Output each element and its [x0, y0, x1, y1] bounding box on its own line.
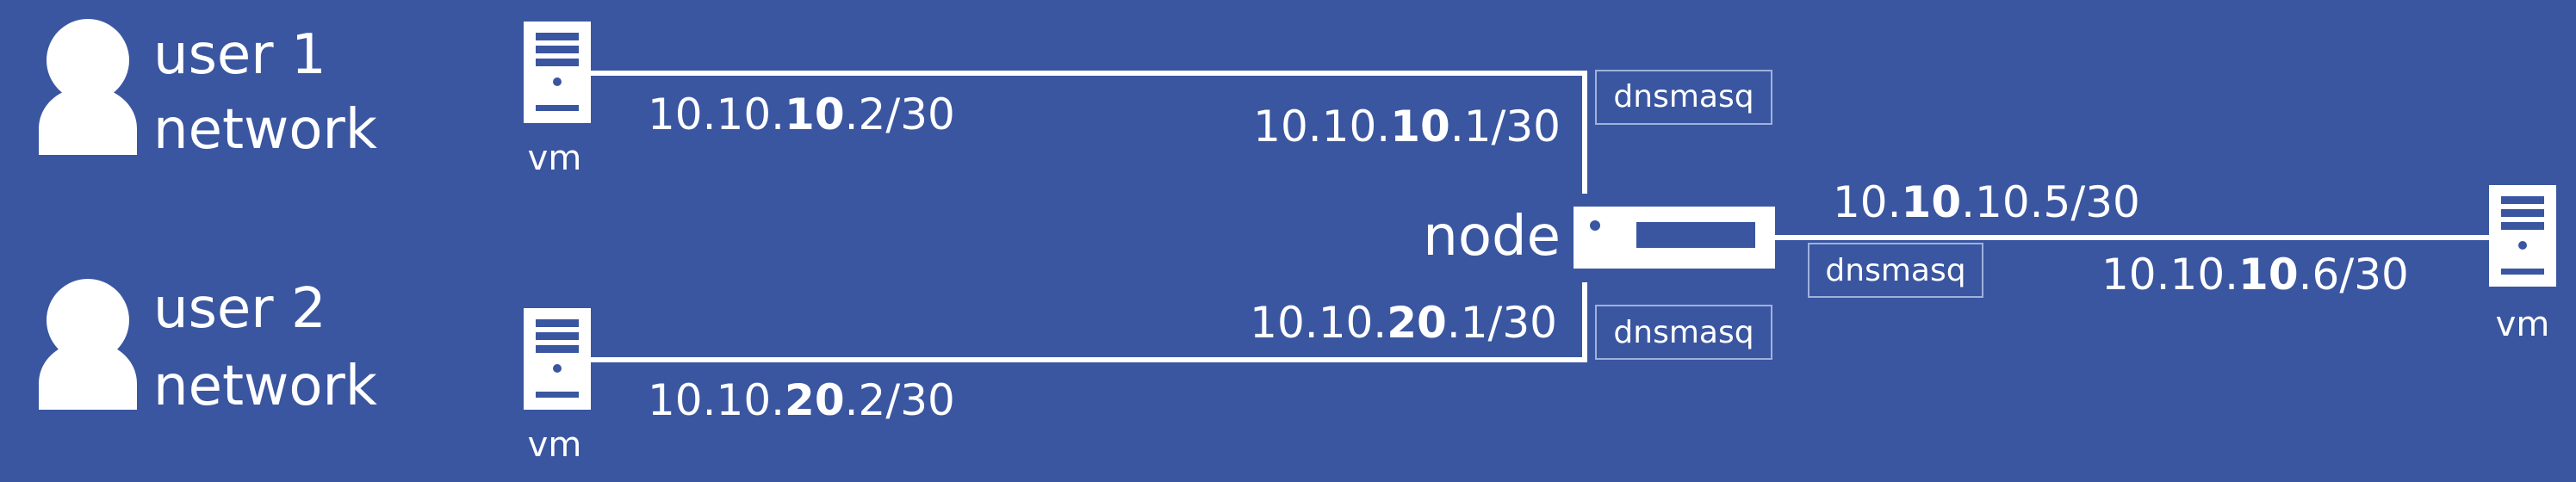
dnsmasq-label-bottom: dnsmasq: [1613, 315, 1754, 350]
vm-2: vm: [524, 308, 591, 465]
dnsmasq-label-right: dnsmasq: [1825, 253, 1965, 288]
dnsmasq-box-bottom: dnsmasq: [1595, 305, 1772, 360]
user-2-icon: [39, 279, 137, 410]
node: node: [1423, 205, 1775, 269]
ip-vm3: 10.10.10.6/30: [2101, 250, 2409, 300]
link-vm2-node: [581, 282, 1587, 362]
node-label: node: [1423, 205, 1561, 269]
ip-vm2: 10.10.20.2/30: [648, 375, 955, 425]
vm-1: vm: [524, 22, 591, 178]
ip-vm1: 10.10.10.2/30: [648, 90, 955, 139]
ip-node-bottom: 10.10.20.1/30: [1250, 298, 1557, 348]
vm-1-server-icon: [524, 22, 591, 123]
router-icon: [1574, 207, 1775, 269]
vm-2-server-icon: [524, 308, 591, 410]
dnsmasq-box-top: dnsmasq: [1595, 70, 1772, 125]
vm-3-label: vm: [2496, 305, 2550, 344]
dnsmasq-box-right: dnsmasq: [1808, 243, 1983, 298]
user-2-subtitle: network: [153, 355, 377, 418]
vm-2-label: vm: [528, 425, 582, 465]
vm-1-label: vm: [528, 139, 582, 178]
link-vm1-node: [581, 71, 1587, 194]
vm-3-server-icon: [2489, 185, 2556, 287]
vm-3: vm: [2489, 185, 2556, 344]
ip-node-right: 10.10.10.5/30: [1833, 177, 2140, 227]
ip-node-top: 10.10.10.1/30: [1253, 102, 1561, 151]
user-2-group: user 2 network: [39, 277, 377, 418]
user-1-title: user 1: [153, 23, 326, 87]
user-1-group: user 1 network: [39, 19, 377, 162]
user-1-icon: [39, 19, 137, 155]
user-2-title: user 2: [153, 277, 326, 341]
user-1-subtitle: network: [153, 98, 377, 162]
dnsmasq-label-top: dnsmasq: [1613, 79, 1754, 114]
